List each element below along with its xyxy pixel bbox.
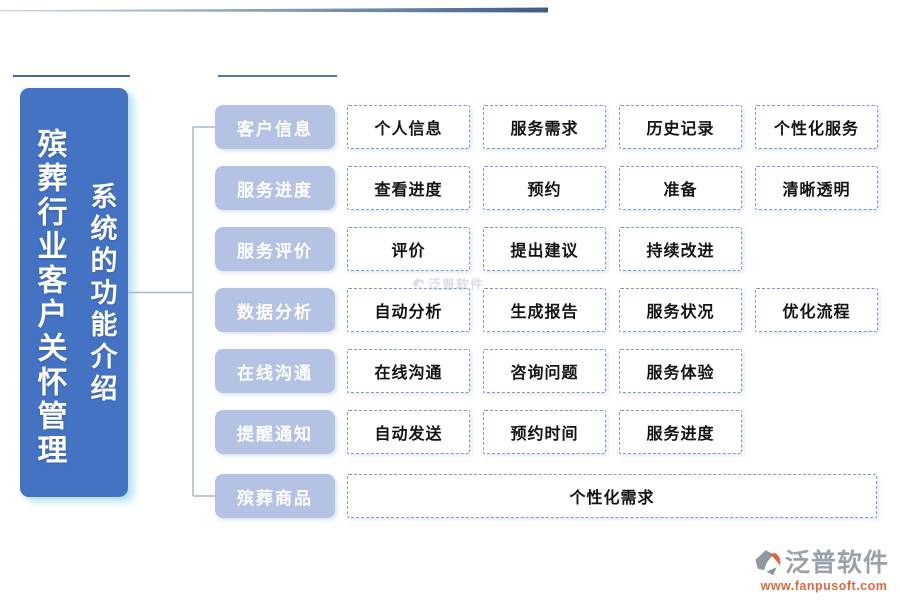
- feature-box: 自动发送: [347, 410, 470, 454]
- feature-box: 评价: [347, 227, 470, 271]
- feature-box: 自动分析: [347, 288, 470, 332]
- category-button: 客户信息: [215, 105, 335, 149]
- feature-box: 清晰透明: [755, 166, 878, 210]
- feature-box: 个性化服务: [755, 105, 878, 149]
- decorative-rule-right: [0, 7, 548, 13]
- feature-box: 个人信息: [347, 105, 470, 149]
- feature-box: 在线沟通: [347, 349, 470, 393]
- category-button: 数据分析: [215, 288, 335, 332]
- logo-website-url: www.fanpusoft.com: [760, 579, 888, 593]
- feature-box: 服务需求: [483, 105, 606, 149]
- feature-box: 查看进度: [347, 166, 470, 210]
- logo-company-name: 泛普软件: [785, 549, 890, 577]
- diagram-sub-title: 系统的功能介绍: [86, 182, 117, 406]
- decorative-rule-middle: [218, 75, 337, 77]
- feature-box: 持续改进: [619, 227, 742, 271]
- diagram-main-title: 殡葬行业客户关怀管理: [32, 128, 66, 468]
- feature-box: 优化流程: [755, 288, 878, 332]
- feature-box: 生成报告: [483, 288, 606, 332]
- feature-box: 服务状况: [619, 288, 742, 332]
- feature-box: 预约: [483, 166, 606, 210]
- feature-box: 历史记录: [619, 105, 742, 149]
- category-button: 服务评价: [215, 227, 335, 271]
- feature-box: 提出建议: [483, 227, 606, 271]
- category-button: 提醒通知: [215, 410, 335, 454]
- decorative-rule-left: [13, 75, 130, 77]
- feature-box: 服务体验: [619, 349, 742, 393]
- category-button: 服务进度: [215, 166, 335, 210]
- feature-box: 个性化需求: [347, 474, 877, 518]
- category-button: 在线沟通: [215, 349, 335, 393]
- category-button: 殡葬商品: [215, 474, 335, 518]
- feature-box: 预约时间: [483, 410, 606, 454]
- fanpu-logo: 泛普软件 www.fanpusoft.com: [753, 548, 895, 593]
- root-title-panel: 殡葬行业客户关怀管理 系统的功能介绍: [20, 88, 128, 497]
- feature-box: 服务进度: [619, 410, 742, 454]
- feature-box: 咨询问题: [483, 349, 606, 393]
- fanpu-logo-icon: [755, 550, 781, 576]
- feature-box: 准备: [619, 166, 742, 210]
